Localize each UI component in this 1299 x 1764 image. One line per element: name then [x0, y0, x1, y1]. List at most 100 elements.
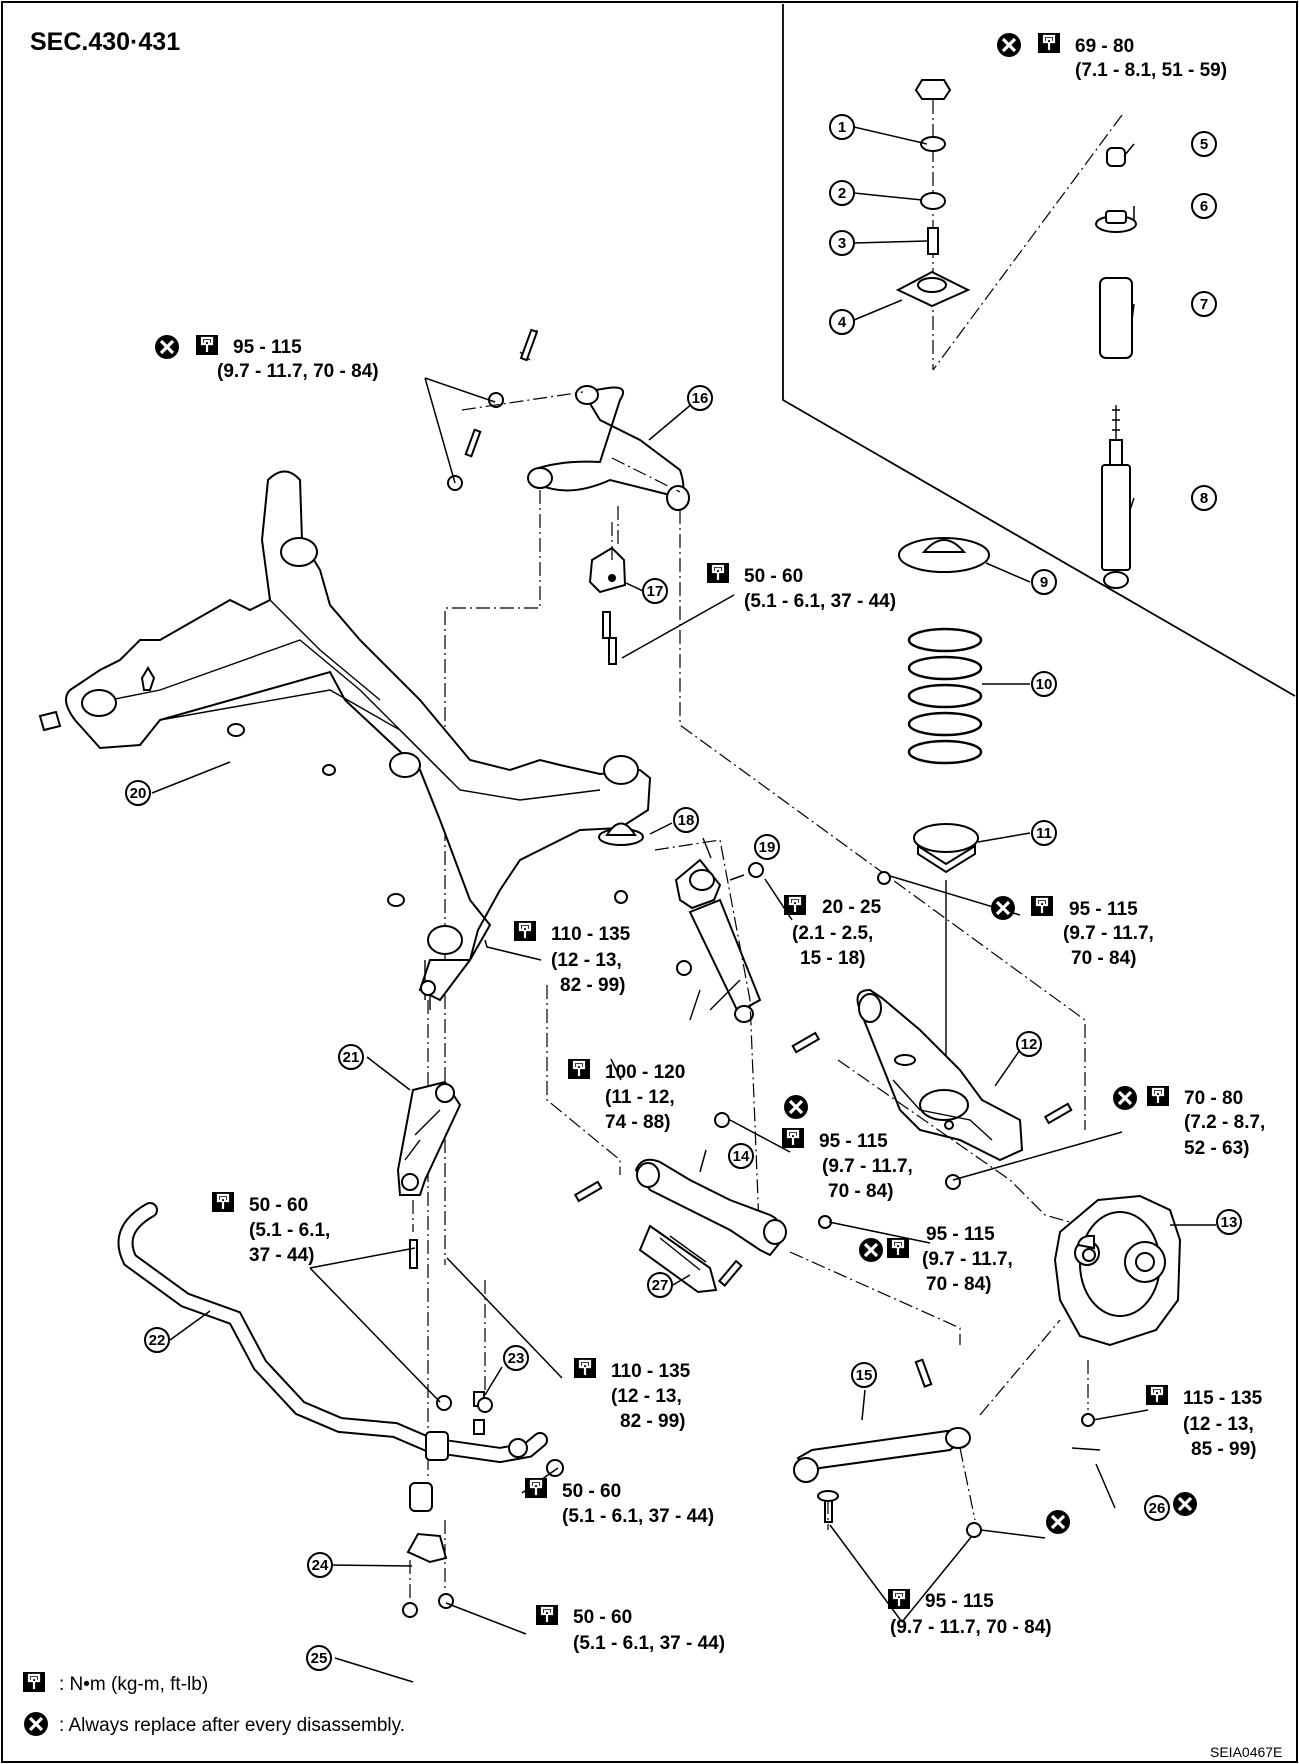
torque-wrench-icon — [886, 1587, 912, 1611]
part-number-callout: 24 — [307, 1552, 333, 1578]
part-number-callout: 19 — [754, 834, 780, 860]
torque-other: (2.1 - 2.5, — [792, 923, 873, 944]
torque-wrench-icon — [1144, 1383, 1170, 1407]
torque-wrench-icon — [210, 1190, 236, 1214]
torque-spec: 50 - 60 (5.1 - 6.1, 37 - 44) — [523, 1476, 714, 1527]
part-number-callout: 9 — [1031, 569, 1057, 595]
torque-wrench-icon — [21, 1670, 47, 1694]
torque-spec: 95 - 115 (9.7 - 11.7, 70 - 84) — [989, 894, 1154, 969]
torque-nm: 70 - 80 — [1184, 1088, 1243, 1109]
part-number-callout: 25 — [306, 1645, 332, 1671]
torque-nm: 69 - 80 — [1075, 36, 1134, 57]
part-number: 27 — [652, 1277, 669, 1294]
torque-other: 85 - 99) — [1191, 1439, 1256, 1460]
part-number: 7 — [1200, 296, 1208, 313]
lower-control-arm — [791, 871, 1081, 1226]
part-number: 21 — [343, 1049, 360, 1066]
lateral-link — [793, 1319, 1061, 1538]
torque-wrench-icon — [885, 1236, 911, 1260]
spring-assembly — [898, 537, 990, 1115]
torque-other: (7.1 - 8.1, 51 - 59) — [1075, 60, 1227, 81]
always-replace-x-icon — [1044, 1508, 1072, 1536]
torque-spec: 95 - 115 (9.7 - 11.7, 70 - 84) — [857, 1224, 1013, 1295]
part-number-callout: 7 — [1191, 291, 1217, 317]
shock-absorber — [598, 822, 764, 1251]
torque-other: 82 - 99) — [620, 1411, 685, 1432]
part-number: 10 — [1036, 676, 1053, 693]
torque-nm: 50 - 60 — [744, 566, 803, 587]
part-number-callout: 20 — [125, 780, 151, 806]
torque-nm: 110 - 135 — [611, 1361, 691, 1382]
legend-replace-note: : Always replace after every disassembly… — [59, 1715, 405, 1736]
torque-wrench-icon — [1029, 894, 1055, 918]
torque-nm: 50 - 60 — [562, 1481, 621, 1502]
torque-nm: 95 - 115 — [925, 1591, 994, 1612]
part-number-callout: 13 — [1216, 1209, 1242, 1235]
torque-wrench-icon — [534, 1603, 560, 1627]
torque-other: (12 - 13, — [611, 1386, 682, 1407]
inset-boundary — [782, 4, 1296, 697]
torque-other: (5.1 - 6.1, 37 - 44) — [562, 1506, 714, 1527]
part-number-callout: 12 — [1016, 1031, 1042, 1057]
always-replace-x-icon — [782, 1093, 810, 1121]
part-number-callout: 3 — [829, 230, 855, 256]
part-number-callout: 6 — [1191, 193, 1217, 219]
torque-other: 52 - 63) — [1184, 1138, 1249, 1159]
torque-other: (9.7 - 11.7, 70 - 84) — [890, 1617, 1052, 1638]
torque-nm: 110 - 135 — [551, 924, 631, 945]
radius-rod-bracket — [396, 1080, 462, 1269]
always-replace-x-icon — [989, 894, 1017, 922]
torque-other: (5.1 - 6.1, — [249, 1220, 330, 1241]
torque-wrench-icon — [780, 1126, 806, 1150]
bracket — [588, 520, 627, 665]
torque-nm: 95 - 115 — [233, 337, 302, 358]
torque-nm: 115 - 135 — [1183, 1388, 1263, 1409]
always-replace-x-icon — [153, 333, 181, 361]
part-callouts: 1234567891011121314151617181920212223242… — [125, 114, 1242, 1671]
torque-spec: 20 - 25 (2.1 - 2.5, 15 - 18) — [782, 893, 882, 969]
axle-housing — [1053, 1194, 1182, 1451]
always-replace-x-icon — [857, 1236, 885, 1264]
part-number: 8 — [1200, 490, 1208, 507]
torque-wrench-icon — [1145, 1084, 1171, 1108]
torque-other: (9.7 - 11.7, — [1063, 923, 1154, 944]
part-number-callout: 22 — [144, 1327, 170, 1353]
part-number-callout: 14 — [728, 1143, 754, 1169]
torque-other: 37 - 44) — [249, 1245, 314, 1266]
part-number: 9 — [1040, 574, 1048, 591]
torque-wrench-icon — [1036, 31, 1062, 55]
part-number-callout: 21 — [338, 1044, 364, 1070]
torque-spec: 95 - 115 (9.7 - 11.7, 70 - 84) — [780, 1093, 913, 1202]
torque-other: (9.7 - 11.7, 70 - 84) — [217, 361, 379, 382]
torque-other: 74 - 88) — [605, 1112, 670, 1133]
torque-wrench-icon — [512, 919, 538, 943]
always-replace-x-icon — [22, 1710, 50, 1738]
torque-other: (5.1 - 6.1, 37 - 44) — [573, 1633, 725, 1654]
torque-other: (5.1 - 6.1, 37 - 44) — [744, 591, 896, 612]
part-number: 20 — [130, 785, 147, 802]
torque-nm: 95 - 115 — [819, 1131, 888, 1152]
torque-other: 15 - 18) — [800, 948, 865, 969]
part-number-callout: 18 — [673, 807, 699, 833]
part-number-callout: 10 — [1031, 671, 1057, 697]
torque-spec: 100 - 120 (11 - 12, 74 - 88) — [566, 1057, 685, 1133]
torque-spec-list: 69 - 80 (7.1 - 8.1, 51 - 59) 95 - 115 (9… — [153, 31, 1265, 1654]
always-replace-x-icon — [1111, 1084, 1139, 1112]
shock-mount-stack — [895, 79, 1137, 589]
part-number: 26 — [1149, 1500, 1166, 1517]
torque-other: (12 - 13, — [551, 950, 622, 971]
rear-subframe — [38, 470, 652, 1480]
part-number: 2 — [838, 185, 846, 202]
torque-other: (12 - 13, — [1183, 1414, 1254, 1435]
torque-wrench-icon — [705, 561, 731, 585]
part-number-callout: 27 — [647, 1272, 673, 1298]
torque-nm: 50 - 60 — [249, 1195, 308, 1216]
part-number-callout: 1 — [829, 114, 855, 140]
part-number: 23 — [508, 1350, 525, 1367]
part-number: 24 — [312, 1557, 329, 1574]
part-number-callout: 8 — [1191, 485, 1217, 511]
torque-spec: 50 - 60 (5.1 - 6.1, 37 - 44) — [705, 561, 896, 612]
part-number-callout: 23 — [503, 1345, 529, 1371]
part-number-callout: 5 — [1191, 131, 1217, 157]
part-number: 12 — [1021, 1036, 1038, 1053]
